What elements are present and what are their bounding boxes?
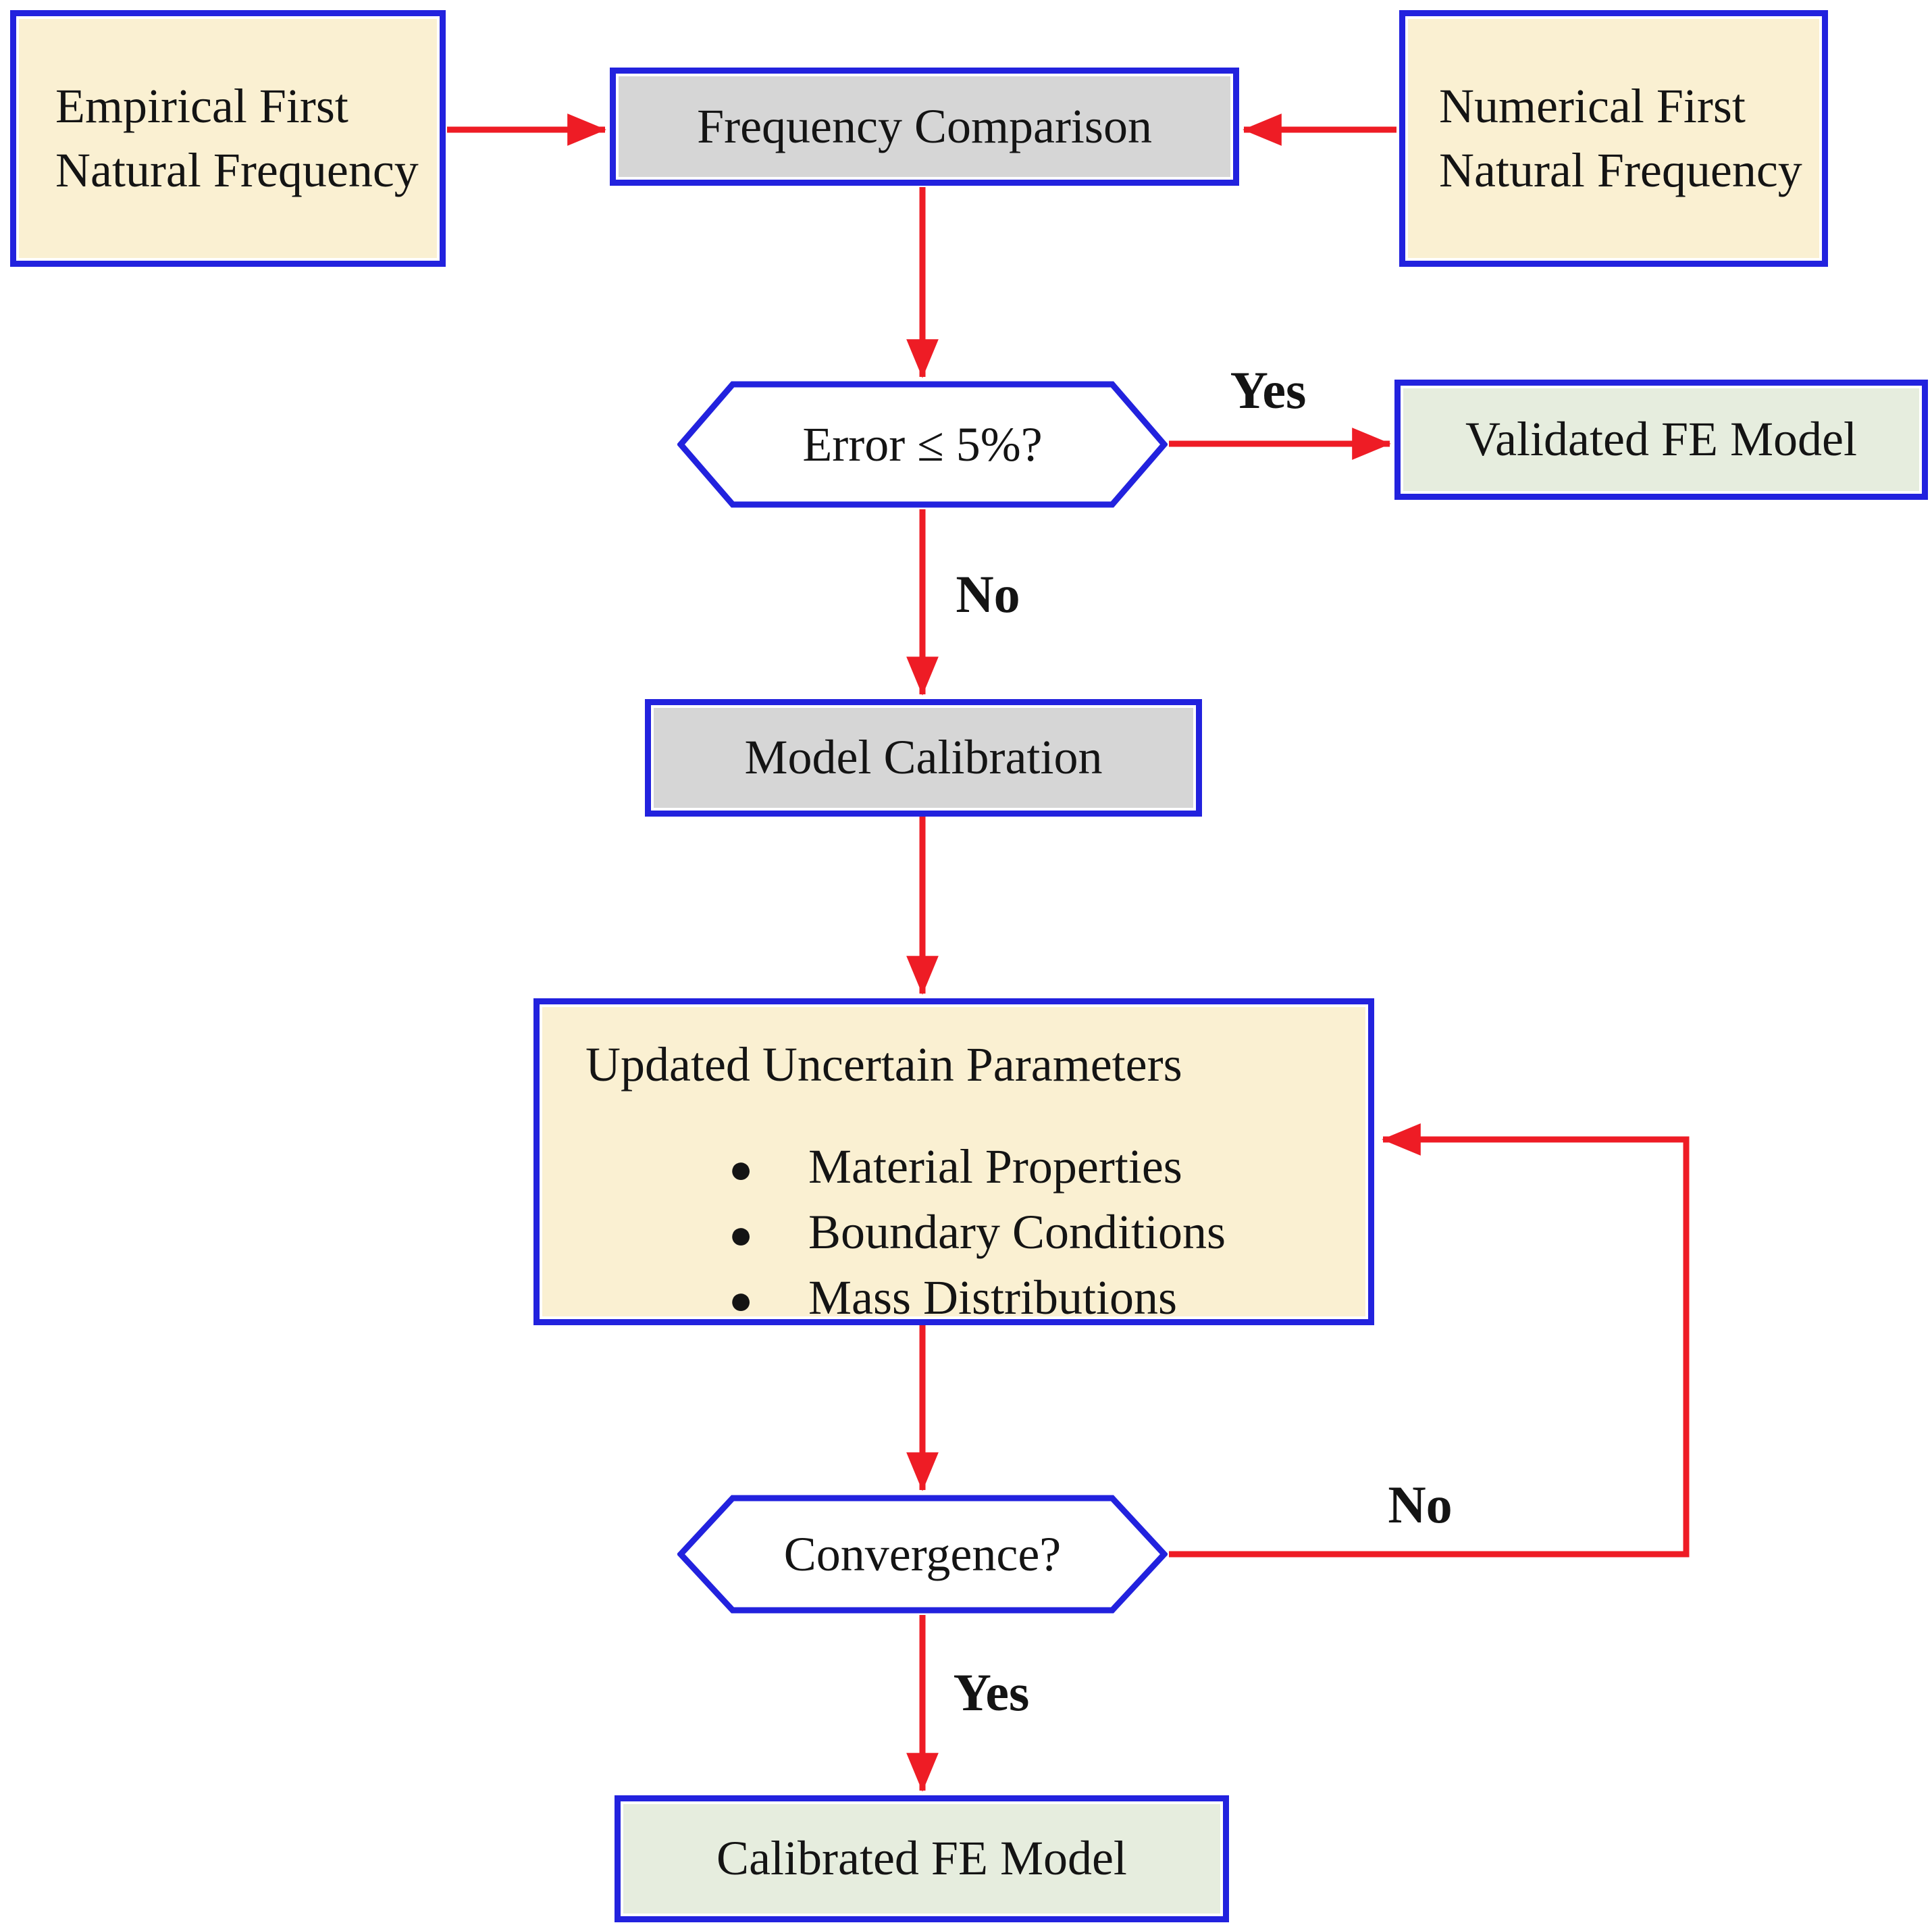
bullet-item-label: Boundary Conditions (808, 1205, 1226, 1260)
node-frequency-comparison-label: Frequency Comparison (697, 99, 1152, 153)
decision-convergence: Convergence? (677, 1495, 1168, 1614)
node-numerical-frequency: Numerical First Natural Frequency (1399, 10, 1828, 267)
decision-convergence-label: Convergence? (783, 1526, 1062, 1581)
node-validated-fe-model: Validated FE Model (1394, 380, 1928, 500)
node-model-calibration-label: Model Calibration (744, 730, 1103, 785)
bullet-item: ● Mass Distributions (585, 1266, 1341, 1331)
bullet-item-label: Material Properties (808, 1139, 1182, 1194)
arrow-convergence-no-loop (1169, 1123, 1690, 1558)
decision-error: Error ≤ 5%? (677, 381, 1168, 508)
updated-parameters-title: Updated Uncertain Parameters (585, 1037, 1182, 1092)
updated-parameters-content: Updated Uncertain Parameters ● Material … (540, 1004, 1368, 1352)
node-empirical-frequency-label: Empirical First Natural Frequency (55, 78, 419, 197)
node-model-calibration: Model Calibration (645, 699, 1202, 817)
edge-label-error-yes: Yes (1230, 361, 1307, 419)
decision-error-label: Error ≤ 5%? (802, 417, 1043, 471)
node-empirical-frequency: Empirical First Natural Frequency (10, 10, 446, 267)
hexagon-shape (677, 381, 1168, 508)
updated-parameters-bullet-list: ● Material Properties ● Boundary Conditi… (585, 1135, 1341, 1331)
bullet-item-label: Mass Distributions (808, 1270, 1178, 1325)
node-updated-parameters: Updated Uncertain Parameters ● Material … (533, 998, 1374, 1325)
bullet-dot-icon: ● (729, 1212, 754, 1258)
bullet-item: ● Material Properties (585, 1135, 1341, 1200)
node-validated-fe-model-label: Validated FE Model (1465, 412, 1857, 467)
hexagon-shape (677, 1495, 1168, 1614)
edge-label-convergence-no: No (1388, 1475, 1453, 1534)
bullet-item: ● Boundary Conditions (585, 1200, 1341, 1266)
node-numerical-frequency-label: Numerical First Natural Frequency (1439, 78, 1802, 197)
edge-label-convergence-yes: Yes (953, 1663, 1030, 1722)
bullet-dot-icon: ● (729, 1147, 754, 1192)
edge-label-error-no: No (956, 565, 1020, 623)
node-frequency-comparison: Frequency Comparison (610, 68, 1239, 186)
node-calibrated-fe-model: Calibrated FE Model (615, 1795, 1229, 1922)
node-calibrated-fe-model-label: Calibrated FE Model (716, 1831, 1127, 1886)
bullet-dot-icon: ● (729, 1278, 754, 1323)
